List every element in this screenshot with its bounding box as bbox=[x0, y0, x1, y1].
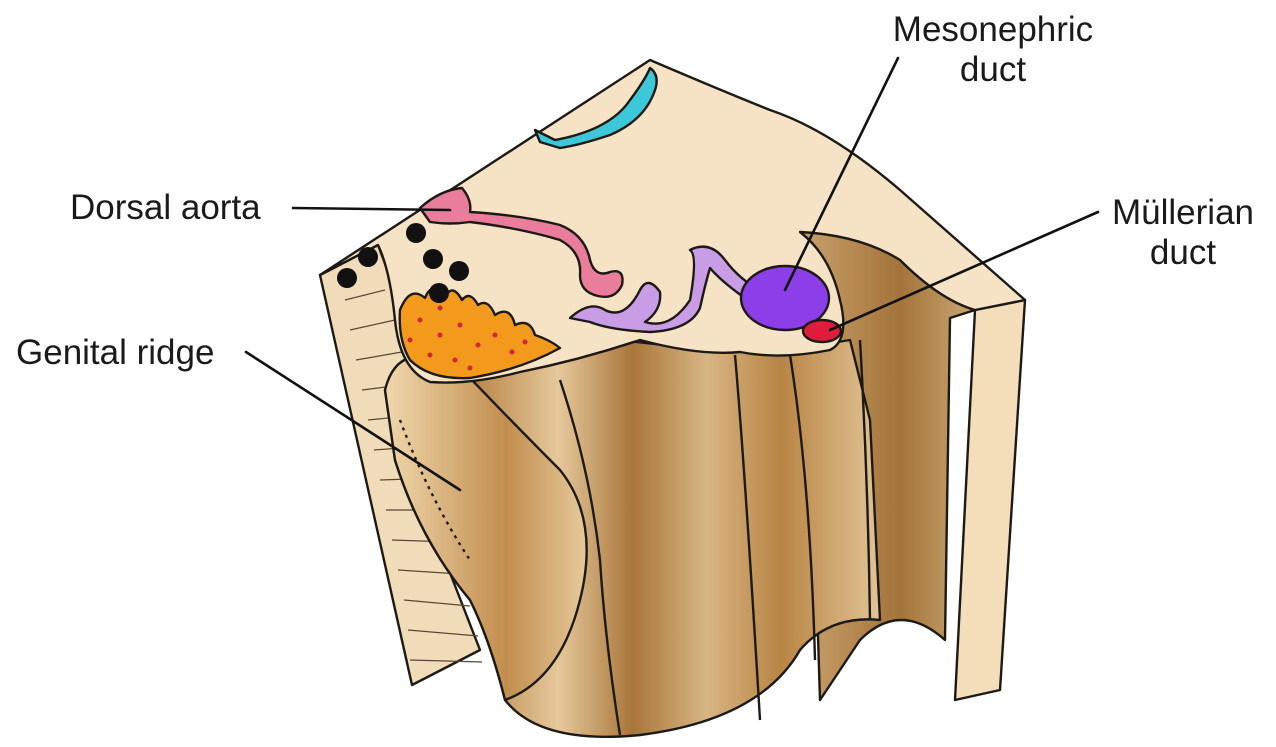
label-dorsal-aorta: Dorsal aorta bbox=[70, 188, 261, 228]
label-genital-ridge: Genital ridge bbox=[16, 333, 214, 373]
mullerian-duct bbox=[803, 320, 841, 342]
right-body-wall-edge bbox=[955, 300, 1025, 700]
label-mullerian-duct: Müllerian duct bbox=[1098, 193, 1268, 273]
label-mesonephric-duct: Mesonephric duct bbox=[877, 10, 1109, 90]
